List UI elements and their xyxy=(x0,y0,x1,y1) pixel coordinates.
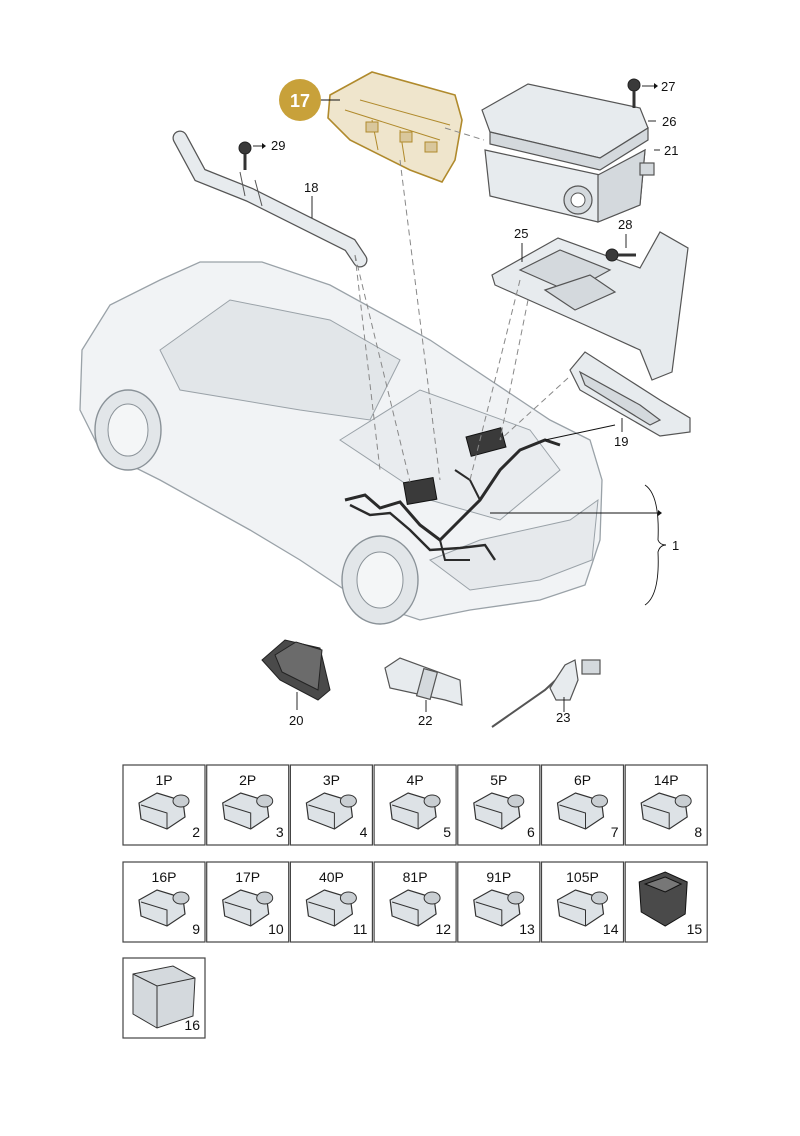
callout-21: 21 xyxy=(664,143,678,158)
plug-connector-icon xyxy=(473,792,525,830)
connector-code: 17P xyxy=(235,869,260,885)
connector-part-number: 13 xyxy=(519,921,535,937)
connector-part-number: 5 xyxy=(443,824,451,840)
plug-connector-icon xyxy=(389,792,441,830)
connector-code: 3P xyxy=(323,772,340,788)
connector-part-number: 7 xyxy=(611,824,619,840)
connector-cell[interactable]: 81P 12 xyxy=(373,861,457,943)
connector-cell[interactable]: 4P 5 xyxy=(373,764,457,846)
connector-code: 14P xyxy=(654,772,679,788)
connector-part-number: 3 xyxy=(276,824,284,840)
part-23-cable-tie[interactable] xyxy=(491,659,601,728)
part-17-bracket[interactable] xyxy=(327,71,463,183)
connector-part-number: 10 xyxy=(268,921,284,937)
connector-cell[interactable]: 14P 8 xyxy=(624,764,708,846)
car-rear-wheel xyxy=(341,535,419,625)
plug-connector-icon xyxy=(305,792,357,830)
connector-code: 91P xyxy=(486,869,511,885)
connector-code: 16P xyxy=(152,869,177,885)
wiring-harness[interactable] xyxy=(344,427,561,561)
connector-cell[interactable]: 40P 11 xyxy=(289,861,373,943)
callout-26: 26 xyxy=(662,114,676,129)
callout-23: 23 xyxy=(556,710,570,725)
connector-cell[interactable]: 16 xyxy=(122,957,206,1039)
callout-27: 27 xyxy=(661,79,675,94)
callout-22: 22 xyxy=(418,713,432,728)
connector-part-number: 12 xyxy=(436,921,452,937)
part-20-grommet[interactable] xyxy=(261,639,331,701)
connector-cell[interactable]: 105P 14 xyxy=(540,861,625,943)
connector-part-number: 16 xyxy=(184,1017,200,1033)
connector-grid: 1P 2 2P 3 3P 4 4P 5 5P 6 6P 7 14P 8 16P 9 17P 10 40P 11 81P 1… xyxy=(122,764,708,1039)
relay-socket-icon xyxy=(638,871,688,927)
car-front-wheel xyxy=(94,389,162,471)
connector-code: 6P xyxy=(574,772,591,788)
connector-code: 4P xyxy=(407,772,424,788)
callout-29: 29 xyxy=(271,138,285,153)
control-unit-connector-icon xyxy=(132,965,196,1029)
connector-cell[interactable]: 15 xyxy=(624,861,708,943)
plug-connector-icon xyxy=(138,792,190,830)
part-25-carrier[interactable] xyxy=(491,231,689,381)
connector-code: 81P xyxy=(403,869,428,885)
connector-cell[interactable]: 17P 10 xyxy=(206,861,290,943)
plug-connector-icon xyxy=(556,792,608,830)
screw-29[interactable] xyxy=(238,141,252,170)
plug-connector-icon xyxy=(138,889,190,927)
part-19-cover[interactable] xyxy=(569,351,691,437)
connector-cell[interactable]: 16P 9 xyxy=(122,861,206,943)
callout-20: 20 xyxy=(289,713,303,728)
connector-code: 40P xyxy=(319,869,344,885)
connector-code: 105P xyxy=(566,869,599,885)
connector-code: 1P xyxy=(155,772,172,788)
plug-connector-icon xyxy=(389,889,441,927)
connector-part-number: 6 xyxy=(527,824,535,840)
connector-code: 2P xyxy=(239,772,256,788)
connector-part-number: 15 xyxy=(687,921,703,937)
connector-cell[interactable]: 91P 13 xyxy=(457,861,541,943)
callout-1: 1 xyxy=(672,538,679,553)
connector-cell[interactable]: 1P 2 xyxy=(122,764,206,846)
part-26-lid[interactable] xyxy=(481,83,649,171)
plug-connector-icon xyxy=(640,792,692,830)
connector-part-number: 14 xyxy=(603,921,619,937)
connector-part-number: 11 xyxy=(353,921,368,937)
callout-17-label: 17 xyxy=(290,91,310,111)
part-21-housing[interactable] xyxy=(484,148,655,223)
callout-17-badge[interactable]: 17 xyxy=(279,79,321,121)
connector-part-number: 2 xyxy=(192,824,200,840)
car-body xyxy=(79,261,603,621)
connector-part-number: 9 xyxy=(192,921,200,937)
connector-cell[interactable]: 6P 7 xyxy=(540,764,625,846)
part-18-hose[interactable] xyxy=(172,130,368,268)
callout-28: 28 xyxy=(618,217,632,232)
callout-25: 25 xyxy=(514,226,528,241)
plug-connector-icon xyxy=(222,889,274,927)
callout-18: 18 xyxy=(304,180,318,195)
part-22-sleeve[interactable] xyxy=(384,657,463,706)
plug-connector-icon xyxy=(473,889,525,927)
plug-connector-icon xyxy=(305,889,357,927)
connector-part-number: 4 xyxy=(360,824,368,840)
connector-cell[interactable]: 5P 6 xyxy=(457,764,541,846)
plug-connector-icon xyxy=(222,792,274,830)
screw-28[interactable] xyxy=(605,248,636,262)
connector-cell[interactable]: 3P 4 xyxy=(289,764,373,846)
connector-code: 5P xyxy=(490,772,507,788)
screw-27[interactable] xyxy=(627,78,641,108)
connector-part-number: 8 xyxy=(694,824,702,840)
connector-cell[interactable]: 2P 3 xyxy=(206,764,290,846)
plug-connector-icon xyxy=(556,889,608,927)
callout-19: 19 xyxy=(614,434,628,449)
